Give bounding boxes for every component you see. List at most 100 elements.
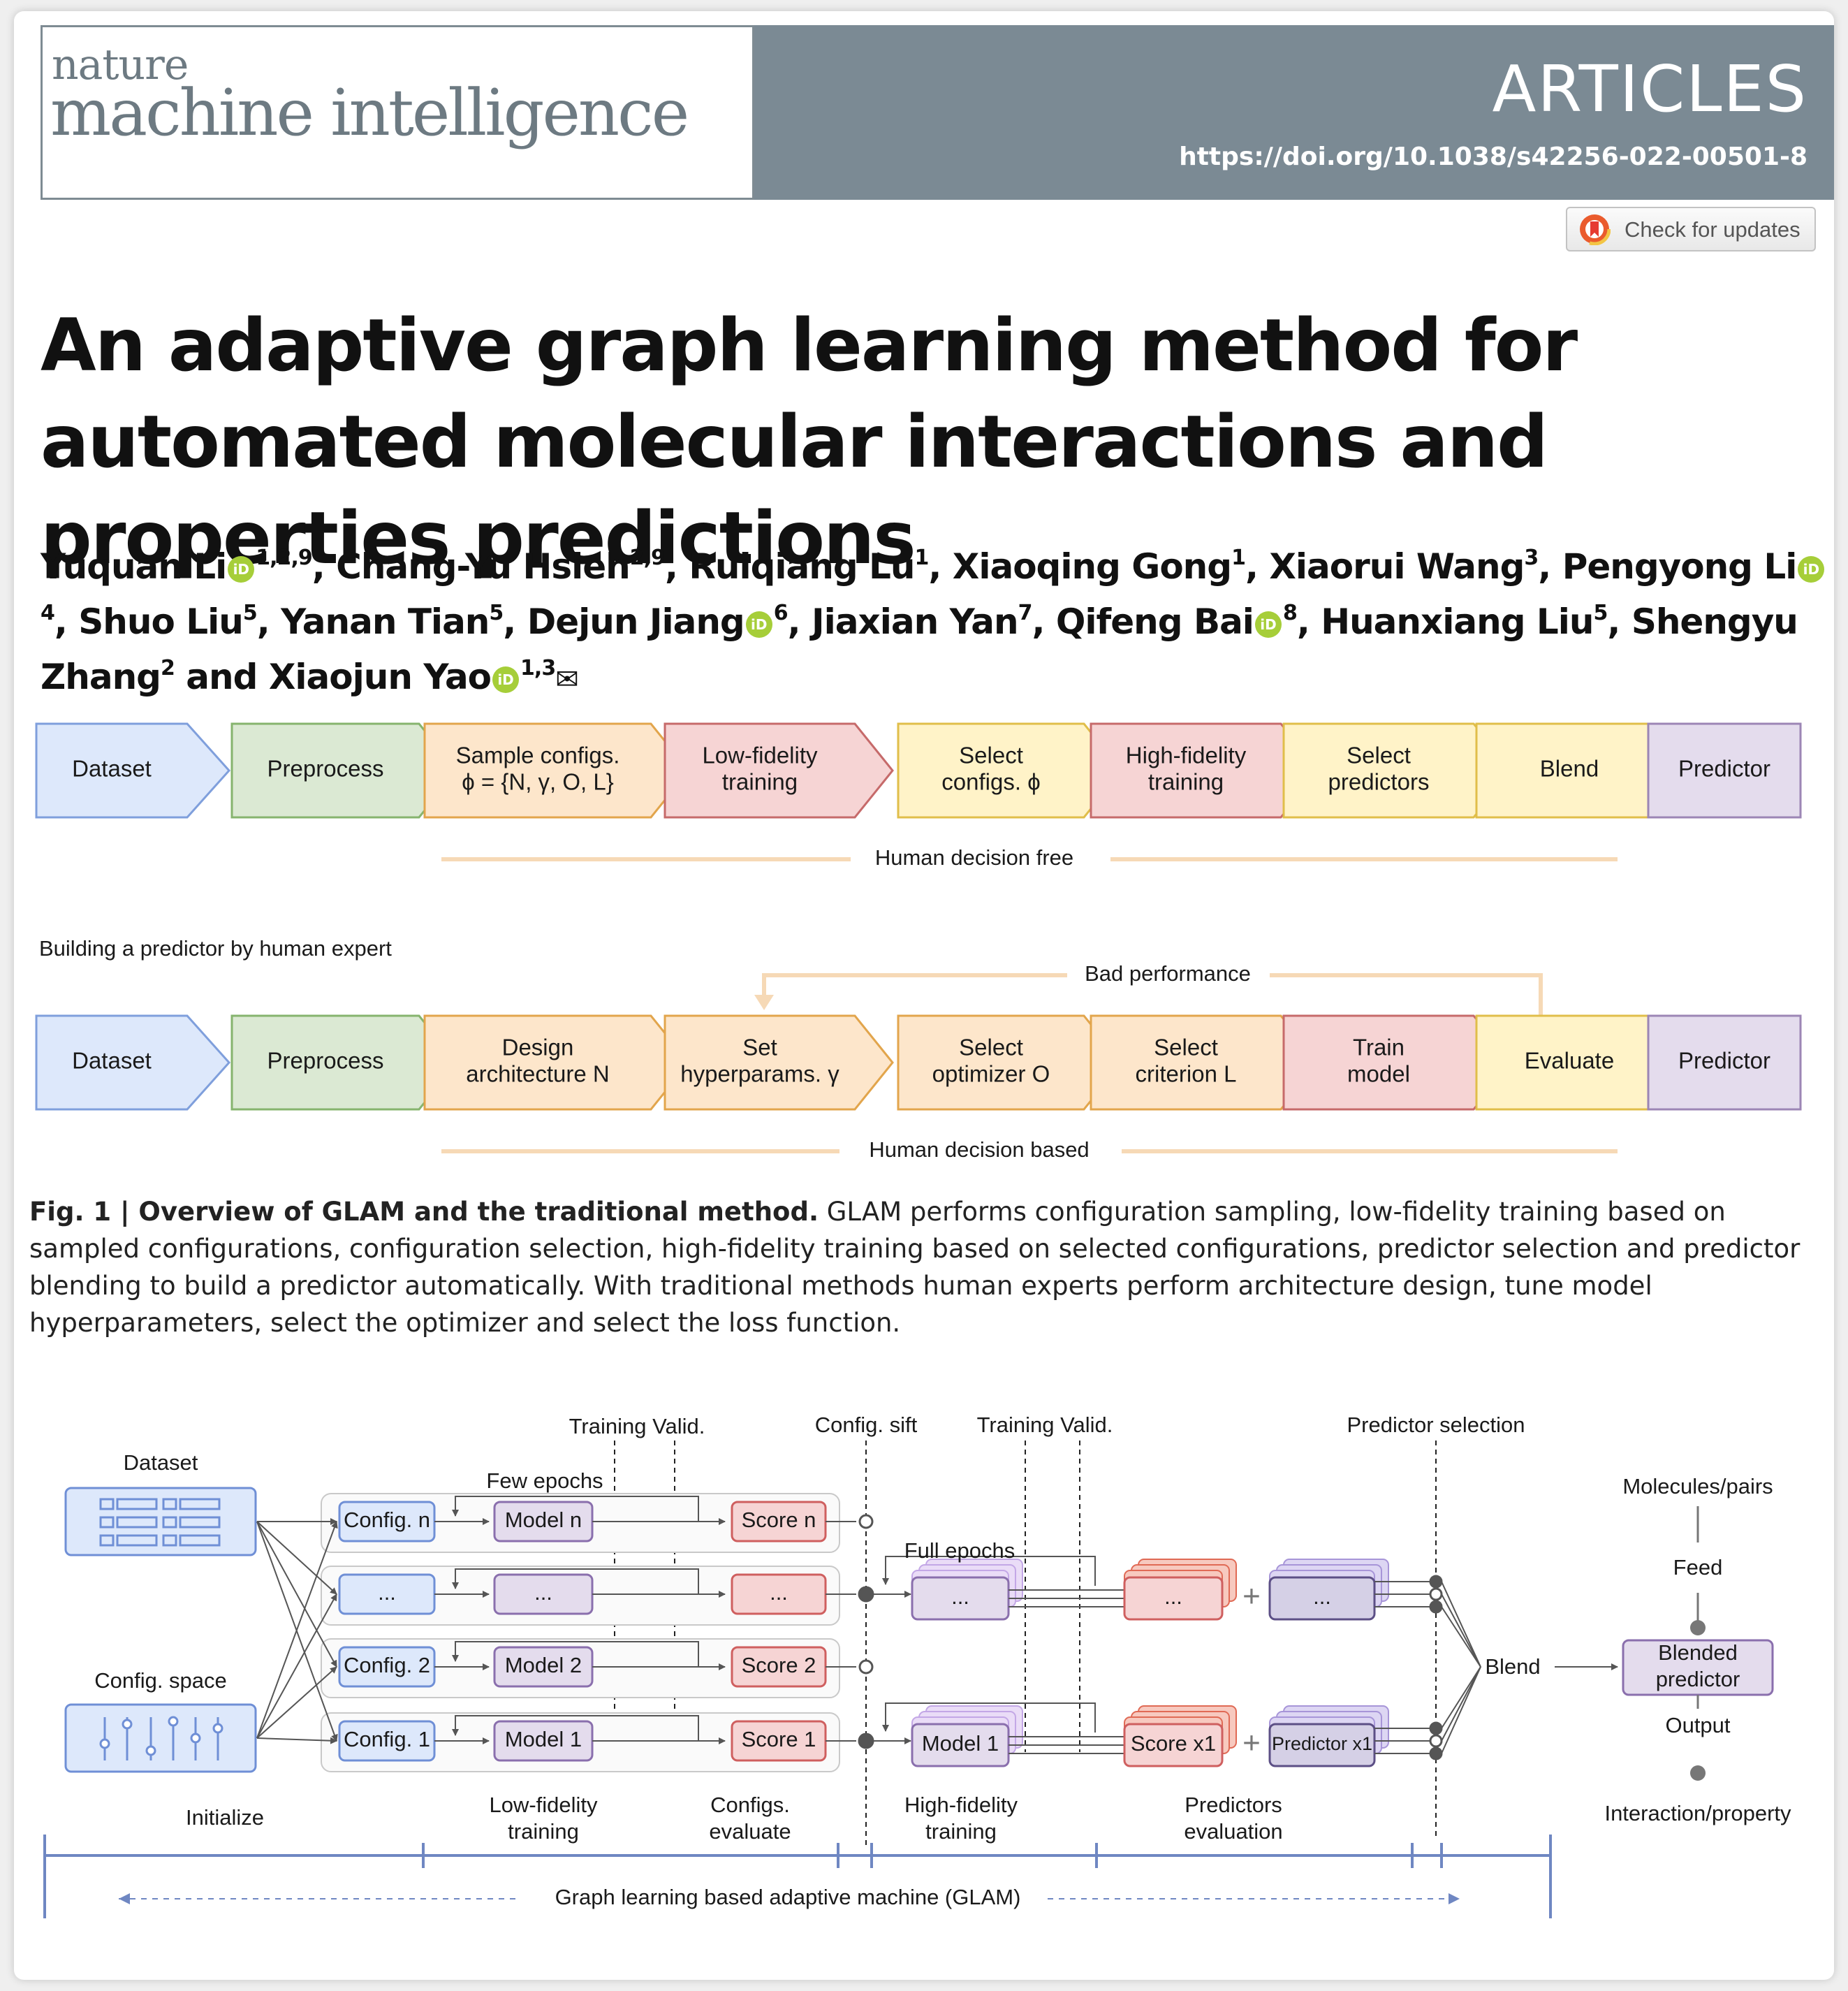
dataset-icon-cell — [116, 1534, 158, 1547]
hf-score-box[interactable] — [1123, 1723, 1224, 1767]
pipeline-step[interactable]: Preprocess — [230, 1014, 458, 1111]
dataset-icon-cell — [179, 1516, 221, 1529]
feedback-line — [762, 973, 1067, 996]
label-training-valid: Training Valid. — [977, 1413, 1113, 1437]
pipeline-step[interactable]: Dataset — [35, 722, 231, 819]
figure-1-caption: Fig. 1 | Overview of GLAM and the tradit… — [29, 1193, 1831, 1341]
step-label: Blend — [1540, 756, 1599, 782]
journal-logo-box[interactable] — [41, 25, 754, 200]
step-label: Select — [1347, 743, 1411, 768]
config-label: Config. n — [344, 1508, 430, 1532]
blend-line — [1441, 1666, 1481, 1742]
author-name[interactable]: Dejun Jiang — [527, 601, 745, 642]
affiliation-marker: 3 — [1524, 546, 1539, 570]
article-title: An adaptive graph learning method for au… — [41, 304, 1578, 581]
fan-in-line — [256, 1593, 337, 1739]
hf-predictor-label: ... — [1313, 1584, 1331, 1609]
doi-link[interactable]: https://doi.org/10.1038/s42256-022-00501… — [1179, 143, 1807, 171]
orcid-icon[interactable]: iD — [492, 666, 520, 693]
author-name[interactable]: Shuo Liu — [78, 601, 244, 642]
step-label: Dataset — [72, 756, 152, 782]
author-name[interactable]: Xiaorui Wang — [1269, 546, 1525, 587]
pipeline-step[interactable]: Dataset — [35, 1014, 231, 1111]
fan-in-line — [256, 1737, 337, 1744]
author-name[interactable]: Yanan Tian — [281, 601, 490, 642]
step-label: training — [722, 769, 798, 795]
blended-predictor-label: Blended — [1658, 1640, 1738, 1665]
score-label: Score 1 — [742, 1727, 816, 1751]
sift-node — [858, 1586, 874, 1603]
hf-predictor-box[interactable] — [1268, 1576, 1376, 1621]
orcid-icon[interactable]: iD — [228, 556, 255, 583]
author-name[interactable]: Ruiqiang Lu — [689, 546, 915, 587]
arrowhead-left — [119, 1893, 130, 1904]
affiliation-marker: 1 — [1231, 546, 1246, 570]
score-label: ... — [770, 1580, 788, 1605]
step-label: High-fidelity — [1126, 743, 1247, 768]
affiliation-marker: 5 — [1593, 601, 1608, 625]
author-name[interactable]: Pengyong Li — [1562, 546, 1798, 587]
slider-knob — [99, 1738, 110, 1749]
selection-node — [1429, 1721, 1443, 1735]
author-name[interactable]: Chang-Yu Hsieh — [336, 546, 631, 587]
pipeline-step[interactable]: Sample configs.ϕ = {N, γ, O, L} — [423, 722, 690, 819]
check-for-updates-button[interactable]: Check for updates — [1566, 207, 1816, 251]
label-predictor-selection: Predictor selection — [1347, 1413, 1525, 1437]
author-name[interactable]: Xiaojun Yao — [268, 657, 492, 697]
author-name[interactable]: Huanxiang Liu — [1321, 601, 1594, 642]
full-epochs-loop — [882, 1702, 1096, 1733]
step-shape — [35, 1014, 231, 1111]
caption-label: Fig. 1 | Overview of GLAM and the tradit… — [29, 1197, 819, 1227]
author-name[interactable]: Jiaxian Yan — [812, 601, 1019, 642]
pipeline-step[interactable]: Predictor — [1647, 1014, 1802, 1111]
step-label: Predictor — [1678, 1048, 1770, 1074]
model-label: ... — [534, 1580, 552, 1605]
hf-predictor-box[interactable] — [1268, 1723, 1376, 1767]
output-label: Output — [1665, 1713, 1730, 1737]
author-name[interactable]: Qifeng Bai — [1055, 601, 1254, 642]
orcid-icon[interactable]: iD — [1798, 556, 1825, 583]
author-name[interactable]: Yuquan Li — [41, 546, 227, 587]
dataset-icon[interactable] — [64, 1487, 257, 1556]
journal-name-small: nature — [52, 41, 189, 89]
step-label: model — [1347, 1061, 1410, 1087]
step-label: Design — [502, 1035, 574, 1060]
step-shape — [1647, 1014, 1802, 1111]
bracket-label: Human decision free — [875, 845, 1073, 870]
config-space-icon[interactable] — [64, 1703, 257, 1773]
stage-label: training — [508, 1819, 579, 1844]
slider-knob — [190, 1733, 201, 1744]
traditional-heading: Building a predictor by human expert — [39, 936, 392, 961]
pipeline-step[interactable]: Evaluate — [1475, 1014, 1701, 1111]
step-label: Sample configs. — [456, 743, 620, 768]
orcid-icon[interactable]: iD — [1254, 611, 1282, 638]
fan-in-line — [256, 1521, 338, 1742]
email-icon[interactable]: ✉ — [555, 664, 579, 696]
sift-node — [858, 1733, 874, 1749]
bracket-label: Human decision based — [869, 1137, 1089, 1162]
orcid-icon[interactable]: iD — [745, 611, 772, 638]
affiliation-marker: 1,3 — [520, 656, 556, 680]
hf-score-label: Score x1 — [1131, 1731, 1216, 1756]
hf-score-box[interactable] — [1123, 1576, 1224, 1621]
sift-node — [858, 1659, 874, 1675]
pipeline-step[interactable]: Predictor — [1647, 722, 1802, 819]
step-label: Evaluate — [1525, 1048, 1614, 1074]
pipeline-step[interactable]: Preprocess — [230, 722, 458, 819]
fan-in-line — [256, 1521, 337, 1595]
author-name[interactable]: Shengyu Zhang — [41, 601, 1798, 697]
few-epochs-loop — [452, 1641, 699, 1667]
stage-label: High-fidelity — [904, 1793, 1018, 1817]
author-name[interactable]: Xiaoqing Gong — [952, 546, 1232, 587]
stage-label: training — [925, 1819, 997, 1844]
